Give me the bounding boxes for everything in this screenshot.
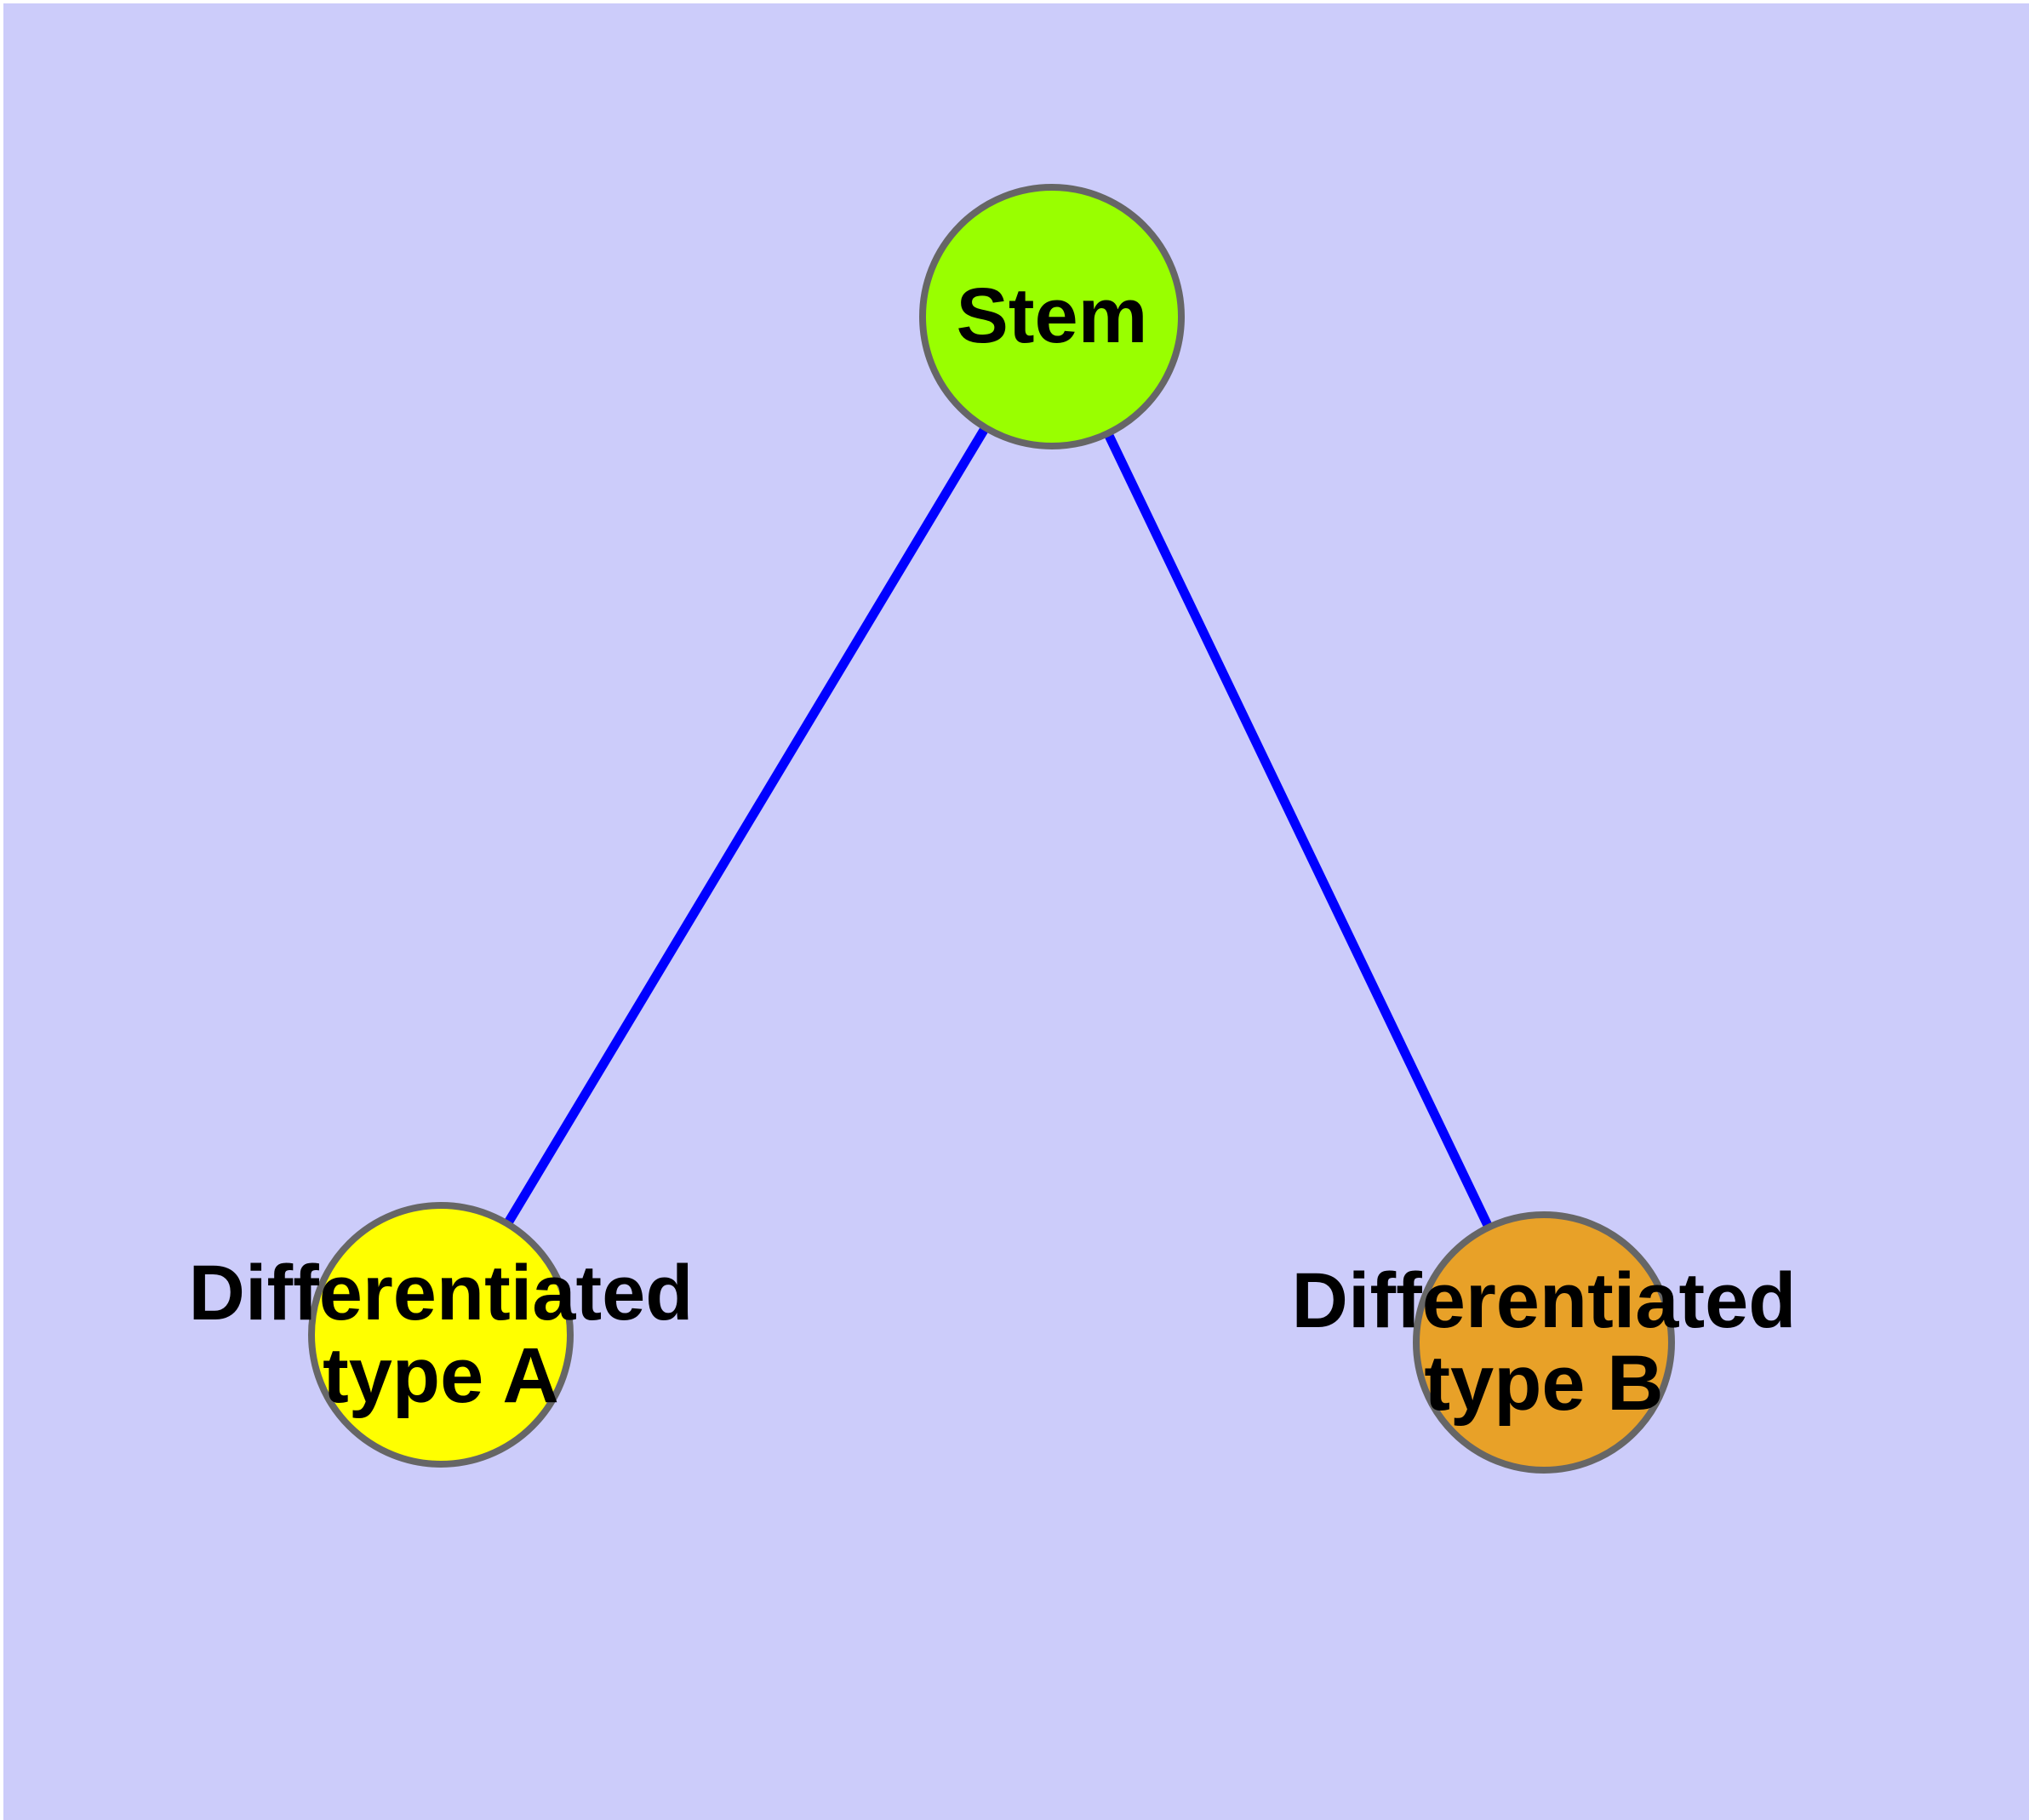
graph-node-diff_a[interactable] — [308, 1202, 574, 1468]
graph-edge[interactable] — [437, 314, 1056, 1337]
edge-layer — [437, 314, 1548, 1345]
graph-node-stem[interactable] — [919, 184, 1185, 449]
graph-edge[interactable] — [1048, 314, 1548, 1345]
graph-node-diff_b[interactable] — [1413, 1211, 1675, 1474]
node-layer — [308, 184, 1675, 1474]
